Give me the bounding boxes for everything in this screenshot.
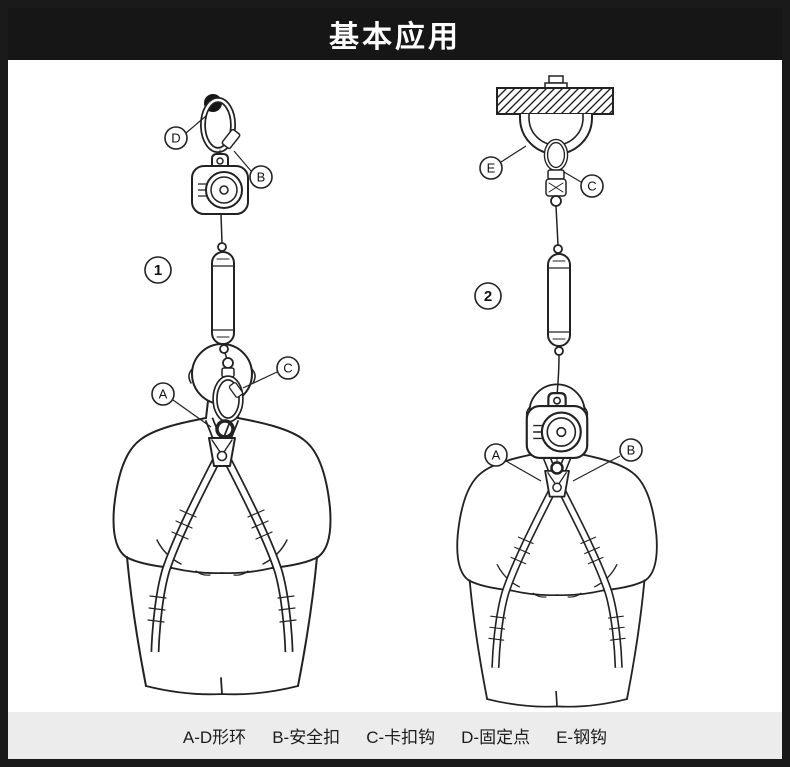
retractor-device: [191, 153, 249, 215]
legend-item-b: B-安全扣: [272, 728, 341, 747]
svg-text:C: C: [587, 179, 596, 194]
callout-b: B: [233, 150, 273, 189]
callout-c1: C: [242, 356, 300, 389]
diagram-area: 1 D B C A: [8, 60, 782, 712]
figure2-diagram: [496, 75, 614, 475]
svg-text:E: E: [487, 161, 496, 176]
svg-text:1: 1: [154, 262, 162, 279]
safety-carabiner: [200, 97, 241, 155]
figure1-diagram: [191, 94, 249, 439]
figure1-number: 1: [144, 256, 172, 284]
svg-text:A: A: [492, 448, 501, 463]
svg-text:C: C: [283, 361, 292, 376]
callout-d: D: [164, 115, 207, 150]
svg-text:2: 2: [484, 288, 492, 305]
svg-text:B: B: [627, 443, 636, 458]
callout-c2: C: [563, 171, 604, 198]
svg-text:B: B: [257, 170, 266, 185]
dorsal-d-ring: [215, 419, 235, 439]
callout-a1: A: [151, 382, 212, 428]
snap-hook: [212, 357, 244, 439]
callout-e: E: [479, 145, 527, 180]
legend-item-e: E-钢钩: [556, 728, 608, 747]
callout-b2: B: [572, 438, 643, 482]
diagram-svg: 1 D B C A: [8, 75, 782, 712]
header-bar: 基本应用: [8, 8, 782, 60]
energy-absorber: [211, 251, 235, 345]
energy-absorber-2: [547, 253, 571, 347]
connector-ring: [550, 461, 564, 475]
legend-bar: A-D形环 B-安全扣 C-卡扣钩 D-固定点 E-钢钩: [8, 712, 782, 759]
hatch-fill: [496, 87, 614, 115]
legend-item-a: A-D形环: [182, 728, 247, 747]
svg-text:A: A: [159, 387, 168, 402]
legend-item-c: C-卡扣钩: [366, 728, 436, 747]
figure2-number: 2: [474, 282, 502, 310]
callout-a2: A: [484, 443, 542, 482]
svg-text:D: D: [171, 131, 180, 146]
legend-item-d: D-固定点: [461, 728, 531, 747]
page-title: 基本应用: [329, 21, 461, 54]
snap-hook-top: [543, 138, 569, 207]
